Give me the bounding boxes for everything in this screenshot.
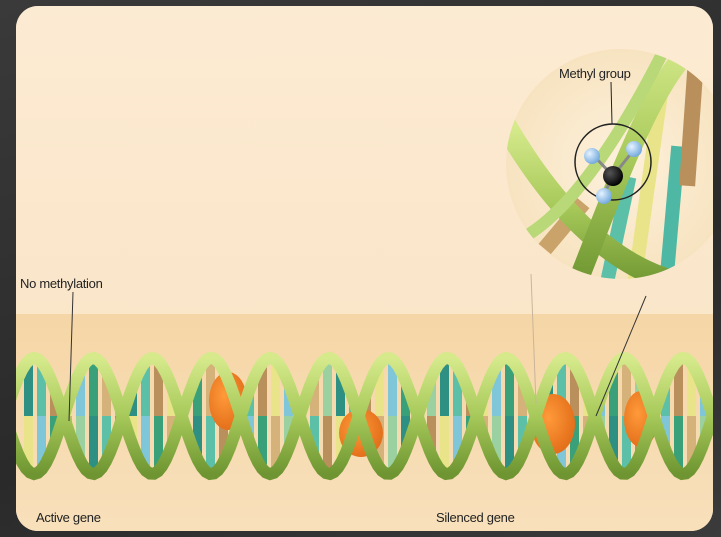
base-pair-half (89, 416, 98, 470)
diagram-panel: Methyl group No methylation Active gene … (16, 6, 713, 531)
hydrogen-atom (626, 141, 642, 157)
hydrogen-atom (596, 188, 612, 204)
active-gene-label: Active gene (36, 510, 101, 525)
no-methylation-label: No methylation (20, 276, 103, 291)
hydrogen-atom (584, 148, 600, 164)
base-pair-half (89, 362, 98, 416)
silenced-gene-label: Silenced gene (436, 510, 515, 525)
base-pair-half (206, 416, 215, 470)
carbon-atom (603, 166, 623, 186)
base-pair-half (323, 362, 332, 416)
base-pair-half (323, 416, 332, 470)
dna-illustration (16, 6, 713, 531)
methyl-group-label: Methyl group (559, 66, 631, 81)
